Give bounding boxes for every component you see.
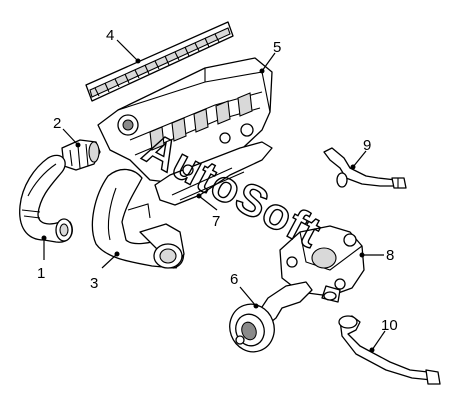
part-3-intake-duct bbox=[91, 168, 185, 269]
callout-3-label: 3 bbox=[90, 275, 98, 292]
callout-6: 6 bbox=[230, 271, 259, 309]
callout-5: 5 bbox=[259, 39, 281, 74]
part-10-pipe bbox=[338, 315, 441, 385]
callout-6-label: 6 bbox=[230, 271, 238, 288]
part-2-connector bbox=[61, 139, 101, 171]
part-4-filter-strip bbox=[85, 21, 234, 102]
part-6-elbow-pipe bbox=[229, 281, 313, 353]
callout-7: 7 bbox=[196, 193, 220, 230]
callout-4: 4 bbox=[106, 27, 141, 64]
callout-2-label: 2 bbox=[53, 115, 61, 132]
callout-2: 2 bbox=[53, 115, 81, 148]
callout-4-label: 4 bbox=[106, 27, 114, 44]
callout-10-label: 10 bbox=[381, 317, 398, 334]
callout-9: 9 bbox=[350, 137, 371, 170]
callout-8: 8 bbox=[359, 247, 394, 264]
callout-1-label: 1 bbox=[37, 265, 45, 282]
callout-9-label: 9 bbox=[363, 137, 371, 154]
callout-5-label: 5 bbox=[273, 39, 281, 56]
part-1-hose bbox=[19, 154, 73, 243]
callout-3: 3 bbox=[90, 251, 120, 292]
part-8-throttle-body bbox=[279, 225, 365, 303]
part-9-pipe bbox=[323, 147, 407, 189]
callout-8-label: 8 bbox=[386, 247, 394, 264]
part-5-intake-manifold bbox=[97, 57, 273, 206]
callout-10: 10 bbox=[369, 317, 398, 353]
callout-7-label: 7 bbox=[212, 213, 220, 230]
callout-1: 1 bbox=[37, 235, 47, 282]
